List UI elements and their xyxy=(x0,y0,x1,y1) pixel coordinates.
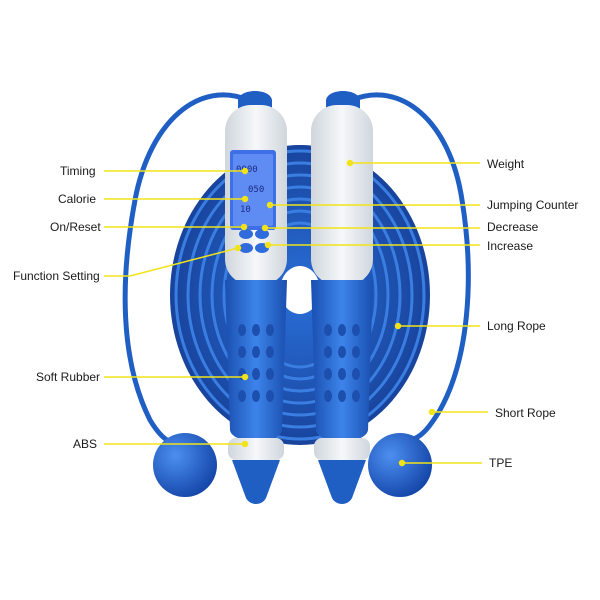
label-short-rope: Short Rope xyxy=(495,406,556,420)
label-abs: ABS xyxy=(73,437,98,451)
label-timing: Timing xyxy=(60,164,96,178)
callouts-left xyxy=(104,167,249,448)
control-buttons xyxy=(239,229,269,253)
short-rope-right xyxy=(349,92,471,443)
label-on-reset: On/Reset xyxy=(50,220,101,234)
right-handle xyxy=(311,91,373,504)
label-weight: Weight xyxy=(487,157,525,171)
label-jumping-counter: Jumping Counter xyxy=(487,198,579,212)
left-handle: 0000 050 10 xyxy=(225,91,287,504)
label-long-rope: Long Rope xyxy=(487,319,546,333)
label-tpe: TPE xyxy=(489,456,513,470)
short-rope-left xyxy=(122,92,251,445)
tpe-ball-left xyxy=(153,433,217,497)
label-increase: Increase xyxy=(487,239,534,253)
abs-band xyxy=(228,438,284,460)
soft-rubber-grip xyxy=(225,280,287,442)
label-function-setting: Function Setting xyxy=(13,269,100,283)
label-decrease: Decrease xyxy=(487,220,539,234)
lcd-row-3: 10 xyxy=(240,205,251,215)
label-soft-rubber: Soft Rubber xyxy=(36,370,101,384)
lcd-row-2: 050 xyxy=(248,185,264,195)
long-rope-coil xyxy=(170,145,430,445)
callouts-right xyxy=(261,159,488,467)
label-calorie: Calorie xyxy=(58,192,97,206)
